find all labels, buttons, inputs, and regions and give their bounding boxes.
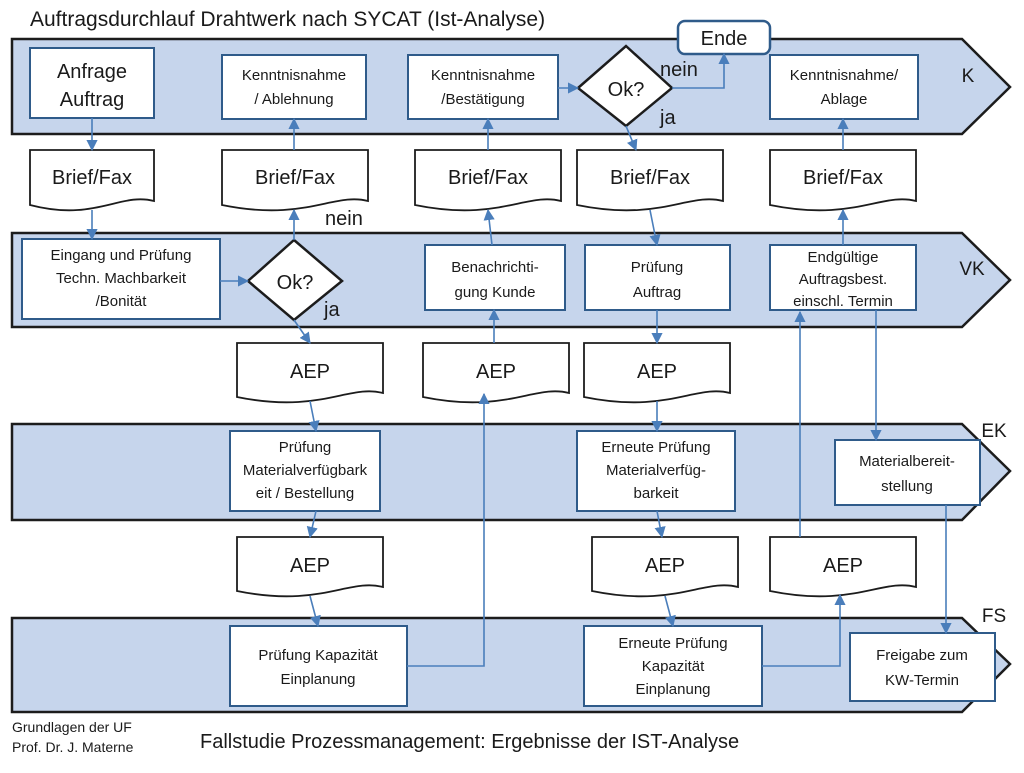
lane-label-fs: FS bbox=[982, 606, 1006, 627]
box-freigabe-kw-termin bbox=[849, 632, 996, 702]
doc-brief-fax-5 bbox=[769, 149, 917, 212]
freigabe-line-1: Freigabe zum bbox=[876, 647, 968, 664]
doc-aep-row2-1-label: AEP bbox=[290, 361, 330, 383]
doc-aep-row3-1 bbox=[236, 536, 384, 598]
doc-aep-row3-1-label: AEP bbox=[290, 555, 330, 577]
endgueltige-line-2: Auftragsbest. bbox=[799, 271, 887, 288]
connectors bbox=[86, 52, 952, 667]
box-anfrage-auftrag bbox=[29, 47, 155, 119]
erneute-material-line-2: Materialverfüg- bbox=[606, 462, 706, 479]
arrow-ok-k-ja-to-brief4 bbox=[625, 125, 638, 152]
doc-brief-fax-2-label: Brief/Fax bbox=[255, 167, 335, 189]
erneute-kapazitaet-line-2: Kapazität bbox=[642, 658, 705, 675]
doc-brief-fax-2 bbox=[221, 149, 369, 212]
doc-aep-row3-2-label: AEP bbox=[645, 555, 685, 577]
pruefung-kapazitaet-line-2: Einplanung bbox=[280, 671, 355, 688]
arrow-pruefung-kapazitaet-to-aep2 bbox=[407, 392, 490, 667]
eingang-line-1: Eingang und Prüfung bbox=[51, 247, 192, 264]
box-kenntnisnahme-bestaetigung bbox=[407, 54, 559, 120]
doc-brief-fax-3 bbox=[414, 149, 562, 212]
lane-label-k: K bbox=[962, 66, 975, 87]
pruefung-auftrag-line-2: Auftrag bbox=[633, 284, 681, 301]
decision-ok-k-label: Ok? bbox=[608, 79, 645, 101]
arrow-erneute-material-to-aep-row3-2 bbox=[654, 510, 666, 539]
footer-title: Fallstudie Prozessmanagement: Ergebnisse… bbox=[200, 731, 739, 753]
doc-aep-row3-3 bbox=[769, 536, 917, 598]
footer-left-line-2: Prof. Dr. J. Materne bbox=[12, 739, 134, 755]
doc-aep-row2-1 bbox=[236, 342, 384, 404]
box-pruefung-auftrag bbox=[584, 244, 731, 311]
ende-label: Ende bbox=[701, 28, 748, 50]
diagram-title: Auftragsdurchlauf Drahtwerk nach SYCAT (… bbox=[30, 8, 545, 31]
eingang-line-2: Techn. Machbarkeit bbox=[56, 270, 187, 287]
freigabe-line-2: KW-Termin bbox=[885, 672, 959, 689]
doc-aep-row2-3 bbox=[583, 342, 731, 404]
arrow-brief4-to-pruefung-auftrag bbox=[649, 209, 661, 247]
arrow-ok-k-nein-to-ende bbox=[672, 52, 730, 89]
doc-aep-row2-3-label: AEP bbox=[637, 361, 677, 383]
doc-brief-fax-1-label: Brief/Fax bbox=[52, 167, 132, 189]
erneute-material-line-3: barkeit bbox=[633, 485, 679, 502]
arrow-pruefung-material-to-aep-row3 bbox=[306, 510, 318, 539]
label-nein-k: nein bbox=[660, 59, 698, 81]
kenntnis-ablehnung-line-1: Kenntnisnahme bbox=[242, 67, 346, 84]
label-ja-vk: ja bbox=[323, 299, 340, 321]
arrow-aep-row3-to-pruefung-kapazitaet bbox=[309, 595, 321, 628]
pruefung-material-line-1: Prüfung bbox=[279, 439, 332, 456]
arrow-erneute-kapazitaet-to-aep-row3-3 bbox=[762, 593, 846, 667]
endgueltige-line-1: Endgültige bbox=[808, 249, 879, 266]
doc-aep-row2-2-label: AEP bbox=[476, 361, 516, 383]
label-nein-vk: nein bbox=[325, 208, 363, 230]
footer-left-line-1: Grundlagen der UF bbox=[12, 719, 132, 735]
box-kenntnisnahme-ablehnung bbox=[221, 54, 367, 120]
box-pruefung-materialverfuegbarkeit bbox=[229, 430, 381, 512]
doc-aep-row3-3-label: AEP bbox=[823, 555, 863, 577]
pruefung-material-line-3: eit / Bestellung bbox=[256, 485, 354, 502]
materialbereit-line-1: Materialbereit- bbox=[859, 453, 955, 470]
arrow-aep-row3-2-to-erneute-kapazitaet bbox=[664, 595, 676, 628]
decision-ok-vk-label: Ok? bbox=[277, 272, 314, 294]
erneute-kapazitaet-line-1: Erneute Prüfung bbox=[618, 635, 727, 652]
anfrage-line-2: Auftrag bbox=[60, 89, 124, 111]
pruefung-material-line-2: Materialverfügbark bbox=[243, 462, 368, 479]
box-materialbereitstellung bbox=[834, 439, 981, 506]
eingang-line-3: /Bonität bbox=[96, 293, 148, 310]
box-kenntnisnahme-ablage bbox=[769, 54, 919, 120]
box-pruefung-kapazitaet bbox=[229, 625, 408, 707]
box-erneute-pruefung-material bbox=[576, 430, 736, 512]
doc-brief-fax-3-label: Brief/Fax bbox=[448, 167, 528, 189]
kenntnis-ablehnung-line-2: / Ablehnung bbox=[254, 91, 333, 108]
kenntnis-ablage-line-2: Ablage bbox=[821, 91, 868, 108]
box-eingang-pruefung bbox=[21, 238, 221, 320]
arrow-benachrichtigung-to-brief3 bbox=[483, 208, 495, 246]
pruefung-auftrag-line-1: Prüfung bbox=[631, 259, 684, 276]
arrow-ok-vk-ja-to-aep1 bbox=[293, 319, 311, 344]
erneute-material-line-1: Erneute Prüfung bbox=[601, 439, 710, 456]
anfrage-line-1: Anfrage bbox=[57, 61, 127, 83]
doc-brief-fax-4-label: Brief/Fax bbox=[610, 167, 690, 189]
kenntnis-ablage-line-1: Kenntnisnahme/ bbox=[790, 67, 899, 84]
box-benachrichtigung-kunde bbox=[424, 244, 566, 311]
benachrichtigung-line-2: gung Kunde bbox=[455, 284, 536, 301]
kenntnis-bestaetigung-line-1: Kenntnisnahme bbox=[431, 67, 535, 84]
doc-aep-row2-2 bbox=[422, 342, 570, 404]
endgueltige-line-3: einschl. Termin bbox=[793, 293, 893, 310]
doc-brief-fax-1 bbox=[29, 149, 155, 212]
benachrichtigung-line-1: Benachrichti- bbox=[451, 259, 539, 276]
arrow-aep1-to-pruefung-material bbox=[308, 400, 320, 433]
doc-brief-fax-4 bbox=[576, 149, 724, 212]
erneute-kapazitaet-line-3: Einplanung bbox=[635, 681, 710, 698]
lane-label-vk: VK bbox=[959, 259, 985, 280]
kenntnis-bestaetigung-line-2: /Bestätigung bbox=[441, 91, 524, 108]
pruefung-kapazitaet-line-1: Prüfung Kapazität bbox=[258, 647, 378, 664]
doc-aep-row3-2 bbox=[591, 536, 739, 598]
doc-brief-fax-5-label: Brief/Fax bbox=[803, 167, 883, 189]
label-ja-k: ja bbox=[659, 107, 676, 129]
materialbereit-line-2: stellung bbox=[881, 478, 933, 495]
lane-label-ek: EK bbox=[981, 421, 1007, 442]
box-erneute-pruefung-kapazitaet bbox=[583, 625, 763, 707]
